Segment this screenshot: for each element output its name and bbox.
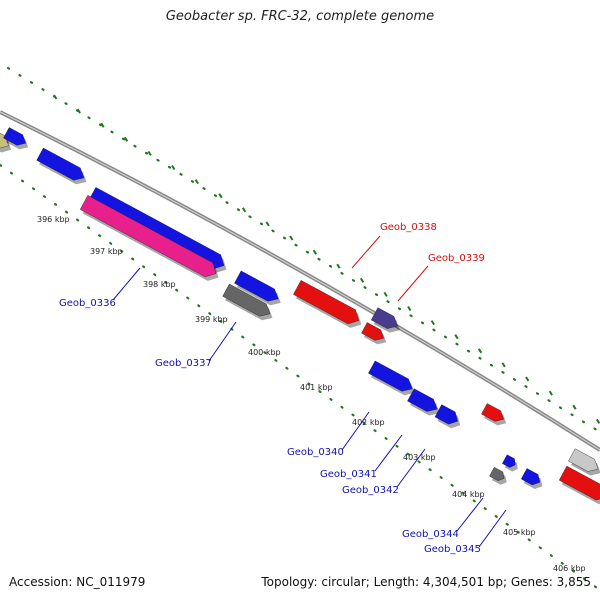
gene-label-Geob_0336[interactable]: Geob_0336 <box>59 267 141 309</box>
gene-label-Geob_0341[interactable]: Geob_0341 <box>320 434 403 480</box>
leader-line <box>374 434 403 472</box>
gene-label-text[interactable]: Geob_0345 <box>424 544 481 555</box>
gene-label-text[interactable]: Geob_0337 <box>155 358 212 369</box>
gene-label-Geob_0337[interactable]: Geob_0337 <box>155 321 237 369</box>
gene-olive-left[interactable] <box>0 128 12 153</box>
gene-label-Geob_0338[interactable]: Geob_0338 <box>351 222 437 269</box>
gene-red-mid[interactable] <box>481 403 507 426</box>
tick-label: 400 kbp <box>248 348 281 357</box>
gene-label-Geob_0342[interactable]: Geob_0342 <box>342 448 426 496</box>
gene-blue-edge[interactable] <box>3 127 29 150</box>
gene-Geob_0336[interactable] <box>79 195 219 281</box>
gene-label-text[interactable]: Geob_0338 <box>380 222 437 233</box>
gene-label-Geob_0345[interactable]: Geob_0345 <box>424 509 507 555</box>
accession-text: Accession: NC_011979 <box>9 575 146 589</box>
gene-lightgray[interactable] <box>568 448 600 476</box>
leader-line <box>397 265 429 302</box>
gene-label-text[interactable]: Geob_0336 <box>59 298 116 309</box>
gene-label-text[interactable]: Geob_0342 <box>342 485 399 496</box>
gene-Geob_0344[interactable] <box>489 467 507 485</box>
gene-blue-3[interactable] <box>234 270 281 306</box>
gene-Geob_0338[interactable] <box>293 280 362 328</box>
tick-label: 402 kbp <box>352 418 385 427</box>
tick-label: 401 kbp <box>300 383 333 392</box>
gene-red-right[interactable] <box>558 465 600 505</box>
leader-line <box>341 411 370 451</box>
tick-labels: 396 kbp 397 kbp 398 kbp 399 kbp 400 kbp 401 k… <box>37 215 586 573</box>
leader-line <box>478 509 507 548</box>
gene-Geob_0339[interactable] <box>370 307 400 333</box>
tick-label: 399 kbp <box>195 315 228 324</box>
gene-Geob_0341[interactable] <box>407 388 440 416</box>
leader-line <box>351 235 381 269</box>
gene-Geob_0337[interactable] <box>222 283 273 321</box>
topology-text: Topology: circular; Length: 4,304,501 bp… <box>261 575 591 589</box>
gene-label-text[interactable]: Geob_0340 <box>287 447 344 458</box>
leader-line <box>208 321 237 362</box>
gene-label-Geob_0340[interactable]: Geob_0340 <box>287 411 370 458</box>
tick-label: 396 kbp <box>37 215 70 224</box>
leader-line <box>456 497 484 532</box>
gene-label-text[interactable]: Geob_0344 <box>402 529 459 540</box>
gene-label-text[interactable]: Geob_0341 <box>320 469 377 480</box>
gene-label-text[interactable]: Geob_0339 <box>428 253 485 264</box>
gene-blue-1[interactable] <box>36 147 87 185</box>
gene-Geob_0345[interactable] <box>520 468 543 489</box>
tick-rings <box>0 66 600 589</box>
gene-red-small[interactable] <box>361 322 387 345</box>
gene-track[interactable] <box>0 127 600 505</box>
gene-label-Geob_0344[interactable]: Geob_0344 <box>402 497 484 540</box>
leader-line <box>396 448 426 488</box>
gene-small-blue[interactable] <box>502 454 518 472</box>
gene-Geob_0342[interactable] <box>434 404 461 429</box>
tick-label: 404 kbp <box>452 490 485 499</box>
gene-label-Geob_0339[interactable]: Geob_0339 <box>397 253 485 302</box>
tick-label: 406 kbp <box>553 564 586 573</box>
genome-backbone <box>0 110 600 452</box>
tick-label: 397 kbp <box>90 247 123 256</box>
map-title: Geobacter sp. FRC-32, complete genome <box>165 9 435 24</box>
leader-line <box>112 267 141 301</box>
tick-label: 405 kbp <box>503 528 536 537</box>
tick-label: 398 kbp <box>143 280 176 289</box>
gene-Geob_0340[interactable] <box>368 360 415 396</box>
